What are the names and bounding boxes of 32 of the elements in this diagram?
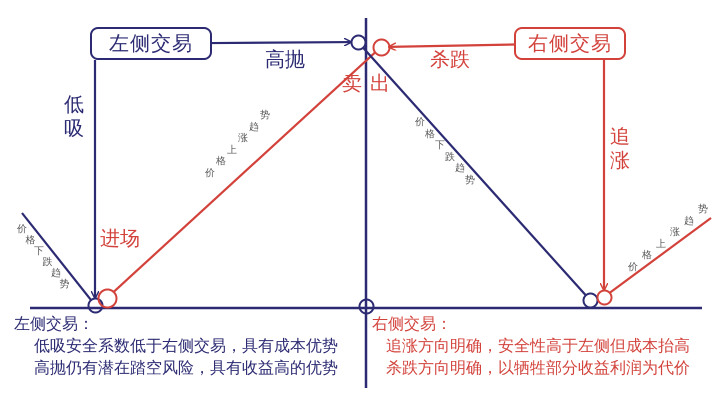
label-box: 右侧交易 <box>514 27 626 60</box>
annotation-text: 进场 <box>100 225 140 252</box>
circle-marker <box>96 288 118 308</box>
note-text: 低吸安全系数低于右侧交易，具有成本优势 <box>34 336 338 357</box>
edge-label: 价格上涨趋势 <box>205 110 270 179</box>
edge-label: 高抛 <box>265 46 305 73</box>
edge-label: 杀跌 <box>430 46 470 73</box>
note-heading: 左侧交易： <box>14 314 94 335</box>
note-text: 高抛仍有潜在踏空风险，具有收益高的优势 <box>34 358 338 379</box>
note-text: 杀跌方向明确，以牺牲部分收益利润为代价 <box>386 358 690 379</box>
circle-marker <box>358 298 374 314</box>
arrow <box>387 42 514 52</box>
note-heading: 右侧交易： <box>372 314 452 335</box>
circle-marker <box>350 34 366 50</box>
arrow <box>212 37 353 47</box>
edge-label: 价格下跌趋势 <box>415 117 475 186</box>
trend-line <box>608 217 712 294</box>
arrow <box>599 60 609 292</box>
circle-marker <box>372 38 390 56</box>
circle-marker <box>596 288 612 306</box>
arrow <box>90 60 100 300</box>
edge-label: 追涨 <box>610 124 630 172</box>
label-box: 左侧交易 <box>90 27 212 60</box>
circle-marker <box>582 292 598 308</box>
circle-marker <box>86 296 104 314</box>
edge-label: 价格下跌趋势 <box>17 224 70 290</box>
trend-line <box>362 46 586 296</box>
edge-label: 低吸 <box>64 92 84 140</box>
trend-line <box>112 52 376 293</box>
trend-line <box>21 212 92 300</box>
edge-label: 价格上涨趋势 <box>628 204 708 273</box>
note-text: 追涨方向明确，安全性高于左侧但成本抬高 <box>386 336 690 357</box>
